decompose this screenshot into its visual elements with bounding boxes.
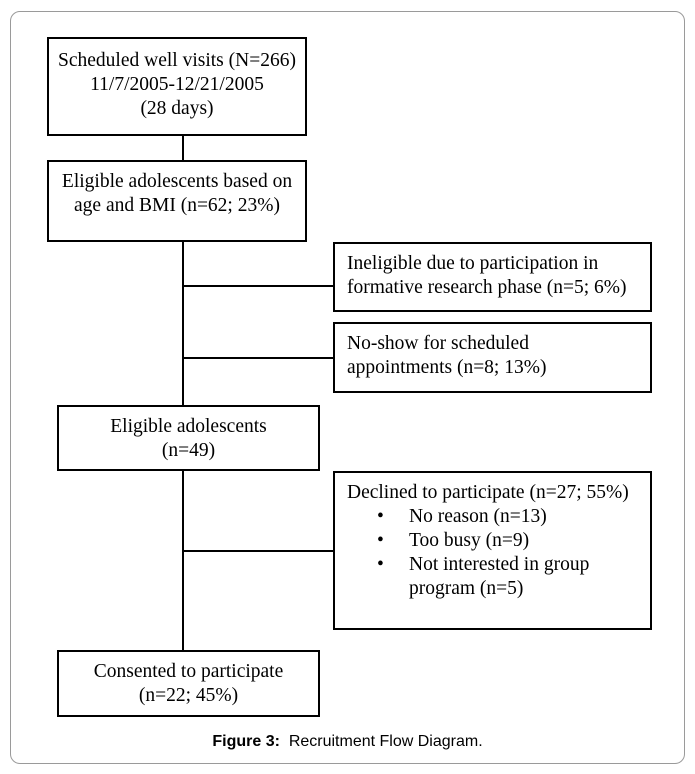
scheduled-visits-box: Scheduled well visits (N=266) 11/7/2005-… bbox=[47, 37, 307, 136]
connector bbox=[182, 240, 184, 406]
box-text: Consented to participate bbox=[93, 661, 284, 682]
caption-label: Figure 3: bbox=[212, 733, 280, 750]
connector bbox=[183, 357, 334, 359]
reason-list: No reason (n=13) Too busy (n=9) Not inte… bbox=[347, 505, 650, 601]
box-text: age and BMI (n=62; 23%) bbox=[74, 195, 280, 216]
connector bbox=[182, 469, 184, 651]
box-text: Scheduled well visits (N=266) bbox=[58, 50, 296, 71]
caption-text: Recruitment Flow Diagram. bbox=[288, 733, 483, 750]
ineligible-box: Ineligible due to participation in forma… bbox=[333, 242, 652, 312]
box-text: 11/7/2005-12/21/2005 bbox=[90, 74, 264, 95]
connector bbox=[183, 285, 334, 287]
connector bbox=[182, 134, 184, 162]
consented-box: Consented to participate (n=22; 45%) bbox=[57, 650, 320, 717]
box-title: Declined to participate (n=27; 55%) bbox=[347, 482, 629, 503]
eligible-box: Eligible adolescents (n=49) bbox=[57, 405, 320, 471]
box-text: Eligible adolescents bbox=[110, 416, 267, 437]
box-text: (n=49) bbox=[161, 440, 216, 461]
no-show-box: No-show for scheduled appointments (n=8;… bbox=[333, 322, 652, 393]
figure-frame bbox=[10, 11, 685, 764]
box-text: No-show for scheduled bbox=[347, 333, 529, 354]
reason-item: Too busy (n=9) bbox=[377, 529, 650, 553]
reason-item: No reason (n=13) bbox=[377, 505, 650, 529]
box-text: appointments (n=8; 13%) bbox=[347, 357, 547, 378]
box-text: formative research phase (n=5; 6%) bbox=[347, 277, 627, 298]
box-text: (28 days) bbox=[140, 98, 214, 119]
box-text: Ineligible due to participation in bbox=[347, 253, 599, 274]
reason-item: Not interested in group program (n=5) bbox=[377, 553, 619, 601]
connector bbox=[183, 550, 334, 552]
box-text: Eligible adolescents based on bbox=[61, 171, 293, 192]
box-text: (n=22; 45%) bbox=[138, 685, 239, 706]
declined-box: Declined to participate (n=27; 55%) No r… bbox=[333, 471, 652, 630]
figure-caption: Figure 3: Recruitment Flow Diagram. bbox=[0, 733, 695, 751]
eligible-bmi-box: Eligible adolescents based on age and BM… bbox=[47, 160, 307, 242]
